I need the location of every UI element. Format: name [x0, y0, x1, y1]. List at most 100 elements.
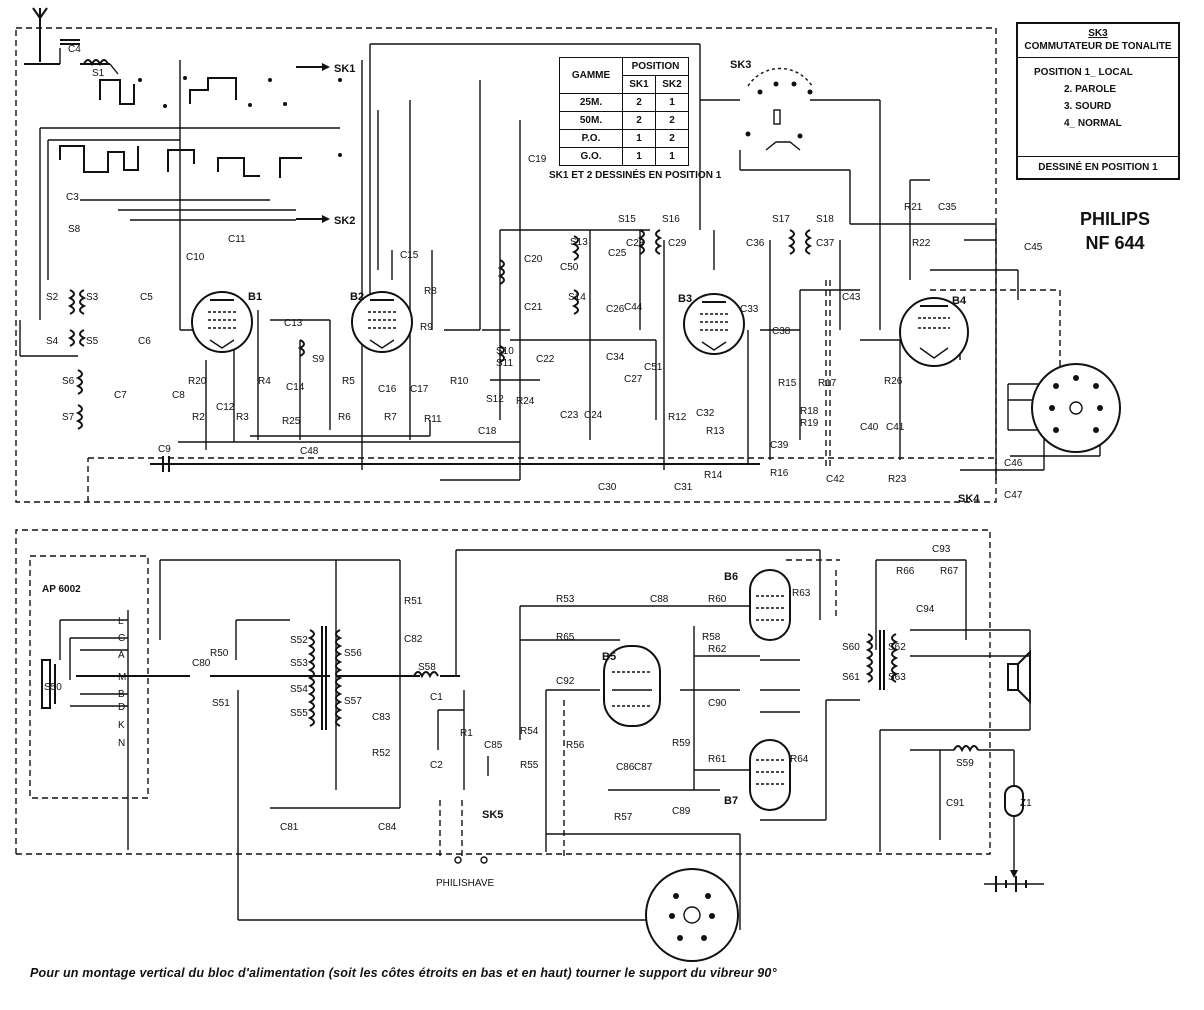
resistor-label: R24	[516, 396, 535, 407]
cap-label: C6	[138, 336, 151, 347]
table-cell: 2	[622, 93, 656, 112]
table-header-sk1: SK1	[622, 75, 656, 94]
resistor-label: R16	[770, 468, 789, 479]
terminal-label: B	[118, 689, 125, 700]
band-position-table: GAMME POSITION SK1 SK2 25M. 2 1 50M. 2 2…	[559, 57, 689, 166]
cap-label: C93	[932, 544, 951, 555]
terminal-label: N	[118, 738, 125, 749]
resistor-label: R64	[790, 754, 809, 765]
cap-label: C40	[860, 422, 879, 433]
cap-label: C16	[378, 384, 397, 395]
sk3-legend-header: SK3 COMMUTATEUR DE TONALITE	[1018, 24, 1178, 58]
coil-label: S8	[68, 224, 81, 235]
cap-label: C35	[938, 202, 957, 213]
sk3-legend-box: SK3 COMMUTATEUR DE TONALITE POSITION 1_ …	[1016, 22, 1180, 180]
table-cell: P.O.	[559, 129, 623, 148]
coil-label: S53	[290, 658, 308, 669]
cap-label: C92	[556, 676, 575, 687]
coil-label: S16	[662, 214, 680, 225]
sk3-legend-subtitle: COMMUTATEUR DE TONALITE	[1024, 41, 1172, 52]
coil-label: S4	[46, 336, 59, 347]
receiver-frame	[15, 27, 997, 503]
terminal-label: M	[118, 672, 126, 683]
resistor-label: R55	[520, 760, 539, 771]
coil-label: S9	[312, 354, 325, 365]
sk3-legend-footer: DESSINÉ EN POSITION 1	[1018, 156, 1178, 178]
cap-label: C2	[430, 760, 443, 771]
cap-label: C84	[378, 822, 397, 833]
cap-label: C11	[228, 234, 246, 245]
coil-label: S60	[842, 642, 860, 653]
cap-label: C12	[216, 402, 235, 413]
tube-b4	[899, 297, 969, 367]
resistor-label: R56	[566, 740, 585, 751]
tube-b5	[603, 645, 661, 727]
cap-label: C31	[674, 482, 693, 493]
cap-label: C34	[606, 352, 625, 363]
cap-label: C24	[584, 410, 603, 421]
schematic-labels: SK1 SK2 SK3 SK4 SK5 B1 B2 B3 B4 B5 B6 B7…	[42, 44, 1043, 889]
cap-label: C80	[192, 658, 211, 669]
resistor-label: R23	[888, 474, 907, 485]
resistor-label: R18	[800, 406, 819, 417]
cap-label: C20	[524, 254, 543, 265]
cap-label: C21	[524, 302, 543, 313]
coil-label: S62	[888, 642, 906, 653]
table-row: G.O. 1 1	[559, 147, 689, 166]
coil-label: S50	[44, 682, 62, 693]
sk2-label: SK2	[334, 215, 355, 227]
resistor-label: R51	[404, 596, 423, 607]
coil-label: S15	[618, 214, 636, 225]
coil-label: S54	[290, 684, 308, 695]
table-cell: 1	[622, 129, 656, 148]
resistor-label: R13	[706, 426, 725, 437]
terminal-label: A	[118, 650, 125, 661]
cap-label: C33	[740, 304, 759, 315]
resistor-label: R61	[708, 754, 727, 765]
terminal-label: D	[118, 702, 125, 713]
coil-label: S12	[486, 394, 504, 405]
cap-label: C23	[560, 410, 579, 421]
resistor-label: R9	[420, 322, 433, 333]
resistor-label: R21	[904, 202, 923, 213]
tube-b1	[191, 291, 253, 353]
resistor-label: R14	[704, 470, 723, 481]
cap-label: C47	[1004, 490, 1023, 501]
resistor-label: R10	[450, 376, 469, 387]
cap-label: C15	[400, 250, 419, 261]
cap-label: C48	[300, 446, 319, 457]
resistor-label: R20	[188, 376, 207, 387]
table-cell: 1	[655, 147, 689, 166]
cap-label: C88	[650, 594, 669, 605]
b2-label: B2	[350, 291, 364, 303]
brand-name: PHILIPS	[1079, 209, 1150, 229]
cap-label: C81	[280, 822, 299, 833]
cap-label: C25	[608, 248, 627, 259]
cap-label: C87	[634, 762, 653, 773]
cap-label: C22	[536, 354, 555, 365]
coil-label: S14	[568, 292, 586, 303]
resistor-label: R8	[424, 286, 437, 297]
resistor-label: R57	[614, 812, 633, 823]
switch-position-note: SK1 ET 2 DESSINÉS EN POSITION 1	[549, 170, 722, 181]
sk3-label: SK3	[730, 59, 751, 71]
if-transformers	[297, 229, 813, 363]
cap-label: C45	[1024, 242, 1043, 253]
table-header-gamme: GAMME	[559, 57, 623, 94]
cap-label: C32	[696, 408, 715, 419]
b4-label: B4	[952, 295, 967, 307]
cap-label: C94	[916, 604, 935, 615]
resistor-label: R12	[668, 412, 687, 423]
resistor-label: R59	[672, 738, 691, 749]
resistor-label: R22	[912, 238, 931, 249]
cap-label: C85	[484, 740, 503, 751]
cap-label: C19	[528, 154, 547, 165]
coil-label: S11	[496, 358, 513, 369]
resistor-label: R62	[708, 644, 727, 655]
resistor-label: R15	[778, 378, 797, 389]
cap-label: C14	[286, 382, 305, 393]
resistor-label: R1	[460, 728, 473, 739]
b3-label: B3	[678, 293, 692, 305]
sk4-label: SK4	[958, 493, 980, 505]
